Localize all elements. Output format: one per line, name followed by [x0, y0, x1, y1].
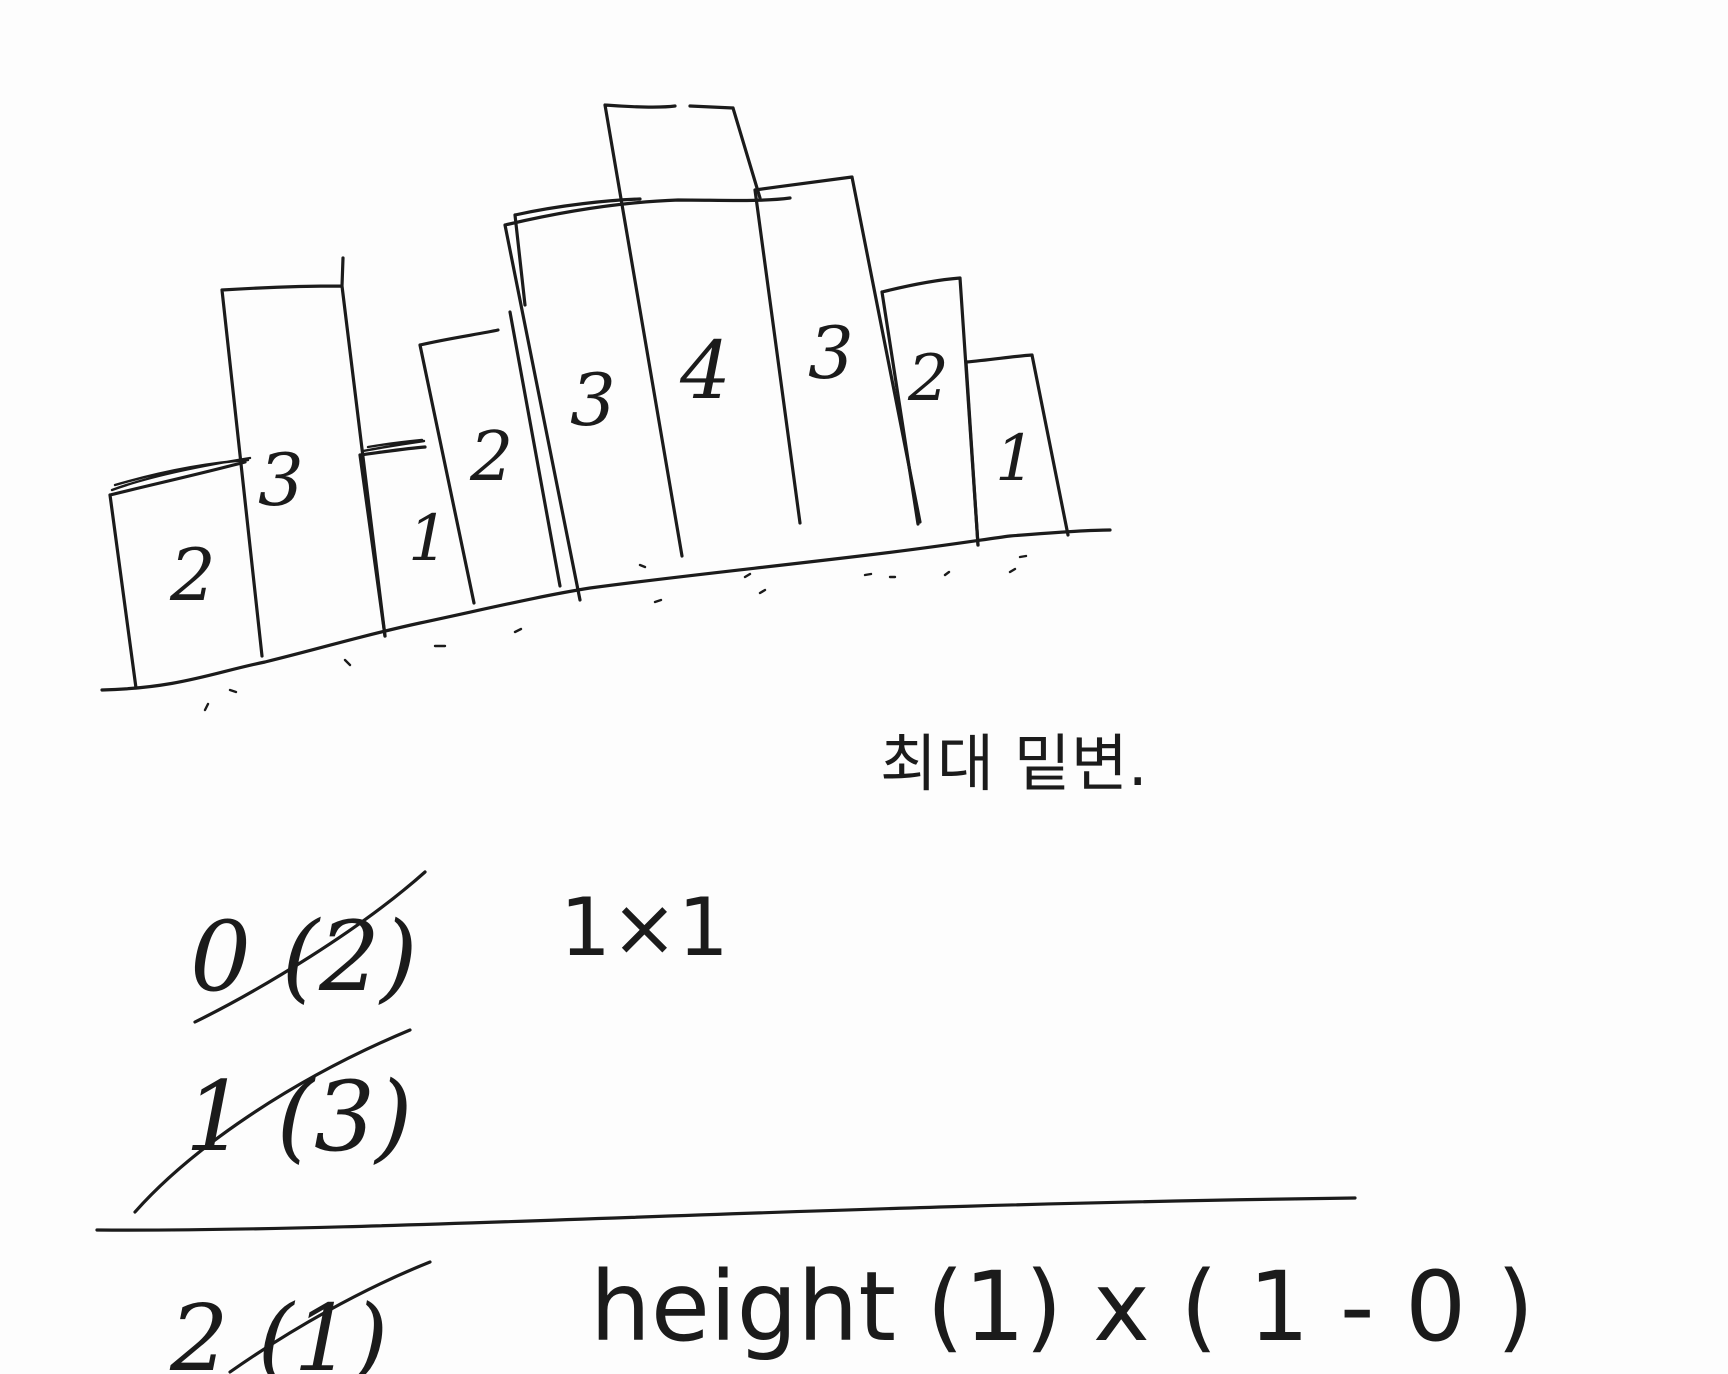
stack-entry-1: 1 (3)	[185, 1061, 413, 1173]
bar-3-label: 2	[469, 418, 513, 497]
bar-2	[358, 445, 427, 638]
bar-7-label: 2	[907, 342, 949, 416]
bar-0-label: 2	[169, 533, 216, 617]
bar-2-label: 1	[408, 502, 449, 576]
bar-8-label: 1	[995, 422, 1036, 496]
stack-entry-0-strike	[193, 870, 427, 1024]
bar-5	[603, 103, 762, 558]
stack-product: 1×1	[560, 881, 729, 974]
stack-entry-0: 0 (2)	[190, 901, 418, 1013]
bar-1-label: 3	[258, 438, 304, 522]
divider-line	[95, 1196, 1357, 1232]
bar-4-label: 3	[570, 358, 616, 442]
bar-3	[418, 310, 562, 605]
stack-entry-2: 2 (1)	[169, 1285, 388, 1374]
bar-1	[220, 256, 387, 658]
bar-8	[964, 353, 1070, 547]
korean-note: 최대 밑변.	[880, 727, 1148, 800]
ground-dots	[203, 554, 1028, 712]
ground-line	[100, 528, 1112, 692]
bar-4	[503, 196, 792, 602]
stack-entry-1-strike	[133, 1028, 412, 1214]
bar-5-label: 4	[679, 324, 731, 417]
bar-2-scribble	[361, 438, 426, 453]
formula: height (1) x ( 1 - 0 )	[590, 1251, 1534, 1363]
bar-0	[108, 460, 247, 690]
stack-entry-2-strike	[228, 1260, 432, 1374]
bar-6-label: 3	[808, 311, 854, 395]
bar-0-scribble	[110, 456, 252, 492]
